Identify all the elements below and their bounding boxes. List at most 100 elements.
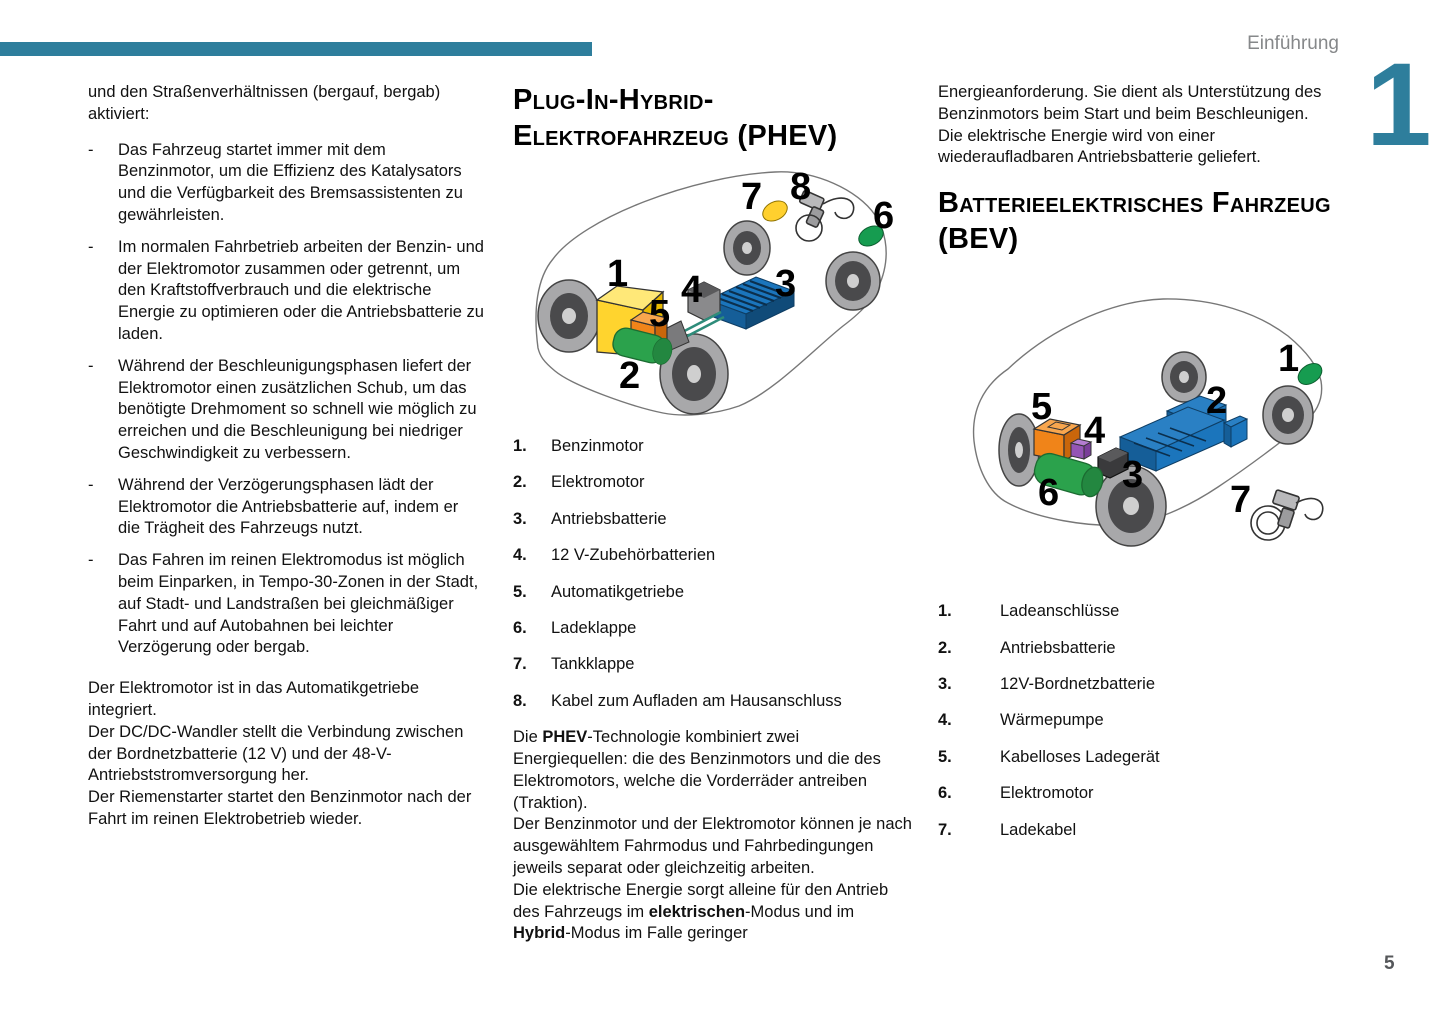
phev-text-seg: Die [513, 728, 543, 747]
phev-label-2: 2 [619, 355, 640, 397]
legend-label: Automatikgetriebe [551, 582, 684, 601]
bullet-dash: - [88, 140, 94, 159]
legend-row: 6. Elektromotor [938, 783, 1340, 805]
bev-charge-port-shape [1297, 363, 1323, 386]
legend-label: Benzinmotor [551, 437, 644, 455]
legend-row: 5. Automatikgetriebe [513, 582, 915, 604]
legend-label: Tankklappe [551, 655, 635, 674]
legend-label: 12 V-Zubehörbatterien [551, 546, 716, 565]
bev-label-4: 4 [1084, 410, 1105, 452]
legend-label: Kabelloses Ladegerät [1000, 747, 1160, 766]
legend-number: 6. [513, 618, 527, 637]
legend-label: Elektromotor [1000, 784, 1094, 803]
legend-number: 1. [513, 437, 527, 455]
bullet-text: Das Fahren im reinen Elektromodus ist mö… [118, 551, 479, 657]
legend-number: 7. [513, 655, 527, 674]
phev-legend: 1. Benzinmotor 2. Elektromotor 3. Antriebsb… [513, 436, 915, 713]
legend-label: Ladekabel [1000, 820, 1077, 839]
page-number: 5 [1384, 953, 1395, 974]
legend-row: 1. Benzinmotor [513, 436, 915, 458]
legend-row: 3. Antriebsbatterie [513, 509, 915, 531]
bullet-text: Im normalen Fahrbetrieb arbeiten der Ben… [118, 237, 484, 343]
legend-number: 8. [513, 691, 527, 710]
bullet-item: - Während der Beschleunigungsphasen lief… [88, 356, 484, 465]
accent-bar [0, 42, 592, 56]
legend-number: 6. [938, 784, 952, 803]
phev-label-7: 7 [741, 176, 762, 218]
legend-number: 2. [938, 638, 952, 657]
phev-label-1: 1 [607, 253, 628, 295]
legend-row: 1. Ladeanschlüsse [938, 601, 1340, 623]
legend-label: 12V-Bordnetzbatterie [1000, 674, 1156, 693]
bullet-text: Das Fahrzeug startet immer mit dem Benzi… [118, 140, 463, 224]
legend-row: 7.Ladekabel [938, 820, 1340, 842]
bev-section-title: Batterieelektrisches Fahrzeug (BEV) [938, 187, 1331, 256]
legend-label: Ladeklappe [551, 618, 637, 637]
legend-row: 8.Kabel zum Aufladen am Hausanschluss [513, 691, 915, 713]
phev-wheel-rear-left [723, 220, 771, 276]
bev-label-5: 5 [1031, 386, 1052, 428]
bev-wheel-front-left [1095, 465, 1167, 547]
phev-description: Die PHEV-Technologie kombiniert zwei Ene… [513, 727, 915, 945]
bev-wheel-front-right [1262, 385, 1314, 445]
phev-text-bold: PHEV [542, 728, 588, 747]
bullet-text: Während der Verzögerungsphasen lädt der … [118, 475, 459, 538]
phev-wheel-front-right [659, 333, 729, 415]
phev-motor-shape [612, 327, 673, 365]
bev-label-2: 2 [1206, 380, 1227, 422]
phev-traction-battery-shape [706, 276, 796, 330]
phev-wheel-front-left [537, 279, 601, 353]
phev-text-seg: -Technologie kombiniert zwei Energiequel… [513, 728, 912, 921]
phev-label-6: 6 [873, 195, 894, 237]
phev-charge-flap-shape [858, 225, 884, 247]
chapter-tab-number: 1 [1366, 39, 1432, 171]
bullet-item: - Im normalen Fahrbetrieb arbeiten der B… [88, 237, 484, 346]
phev-car-diagram: 1 2 3 4 5 6 7 8 [535, 166, 894, 416]
legend-row: 3. 12V-Bordnetzbatterie [938, 674, 1340, 696]
bullet-dash: - [88, 475, 94, 494]
legend-row: 6. Ladeklappe [513, 618, 915, 640]
legend-number: 4. [938, 711, 952, 730]
legend-number: 2. [513, 473, 527, 492]
legend-label: Antriebsbatterie [551, 509, 667, 528]
bev-motor-shape [1033, 453, 1104, 498]
legend-label: Wärmepumpe [1000, 711, 1104, 730]
legend-number: 4. [513, 546, 527, 565]
legend-row: 4. 12 V-Zubehörbatterien [513, 545, 915, 567]
legend-number: 3. [513, 509, 527, 528]
phev-text-bold: elektrischen [648, 902, 746, 921]
legend-row: 5. Kabelloses Ladegerät [938, 747, 1340, 769]
legend-row: 2. Antriebsbatterie [938, 638, 1340, 660]
legend-number: 5. [938, 747, 952, 766]
legend-label: Antriebsbatterie [1000, 638, 1116, 657]
legend-label: Ladeanschlüsse [1000, 602, 1120, 621]
bev-heat-pump-shape [1069, 438, 1093, 461]
phev-fuel-flap-shape [762, 200, 788, 222]
bev-label-6: 6 [1038, 472, 1059, 514]
bev-legend: 1. Ladeanschlüsse 2. Antriebsbatterie 3. 12… [938, 601, 1340, 841]
bev-charge-cable-shape [1250, 489, 1324, 541]
phev-charge-cable-shape [795, 189, 855, 242]
phev-wheel-rear-right [825, 251, 881, 311]
phev-section-title: Plug-In-Hybrid-Elektrofahrzeug (PHEV) [513, 84, 838, 152]
bev-column: Energieanforderung. Sie dient als Unters… [938, 82, 1340, 856]
phev-label-4: 4 [681, 269, 702, 311]
legend-number: 1. [938, 602, 952, 621]
bev-wheel-rear-right [1161, 351, 1207, 403]
bev-12v-battery-shape [1097, 447, 1129, 479]
bullet-text: Während der Beschleunigungsphasen liefer… [118, 356, 477, 462]
legend-row: 4. Wärmepumpe [938, 710, 1340, 732]
legend-row: 7. Tankklappe [513, 654, 915, 676]
phev-label-3: 3 [775, 263, 796, 305]
bullet-dash: - [88, 237, 94, 256]
running-header: Einführung [1247, 33, 1339, 54]
legend-number: 5. [513, 582, 527, 601]
legend-label: Elektromotor [551, 473, 645, 492]
legend-number: 3. [938, 674, 952, 693]
phev-text-seg: -Modus im Falle geringer [565, 924, 748, 943]
bev-traction-battery-shape [1118, 395, 1249, 472]
legend-row: 2. Elektromotor [513, 472, 915, 494]
bev-intro: Energieanforderung. Sie dient als Unters… [938, 83, 1322, 167]
phev-label-8: 8 [790, 166, 811, 208]
left-column: und den Straßenverhältnissen (bergauf, b… [88, 82, 484, 845]
